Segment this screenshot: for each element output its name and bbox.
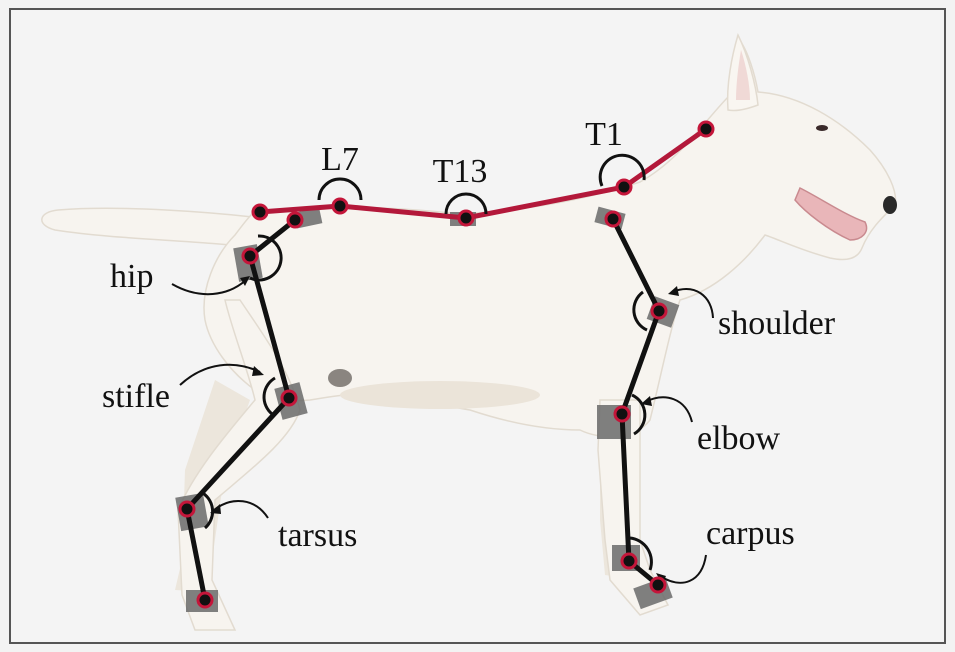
marker-t1 <box>617 180 631 194</box>
marker-carpus <box>622 554 636 568</box>
label-carpus: carpus <box>706 515 795 552</box>
marker-stifle <box>282 391 296 405</box>
dog-eye <box>816 125 828 131</box>
label-tarsus: tarsus <box>278 517 357 554</box>
marker-head <box>699 122 713 136</box>
label-t13: T13 <box>433 153 488 190</box>
label-t1: T1 <box>585 116 623 153</box>
label-hip: hip <box>110 258 153 295</box>
marker-tarsus <box>180 502 194 516</box>
dog-nose <box>883 196 897 214</box>
marker-t13 <box>459 211 473 225</box>
leader-carpus <box>660 555 706 583</box>
label-shoulder: shoulder <box>718 305 836 342</box>
marker-elbow <box>615 407 629 421</box>
angle-arc-l7 <box>319 179 361 200</box>
marker-hip <box>243 249 257 263</box>
dog-skin-spot <box>328 369 352 387</box>
marker-scapula <box>606 212 620 226</box>
marker-l7 <box>333 199 347 213</box>
dog-body <box>204 38 895 437</box>
marker-front-paw <box>651 578 665 592</box>
marker-tail-base <box>253 205 267 219</box>
marker-pelvis <box>288 213 302 227</box>
dog-belly-shadow <box>340 381 540 409</box>
marker-hind-paw <box>198 593 212 607</box>
label-stifle: stifle <box>102 378 170 415</box>
marker-shoulder <box>652 304 666 318</box>
leader-tarsus <box>214 501 268 518</box>
label-l7: L7 <box>321 141 359 178</box>
label-elbow: elbow <box>697 420 781 457</box>
